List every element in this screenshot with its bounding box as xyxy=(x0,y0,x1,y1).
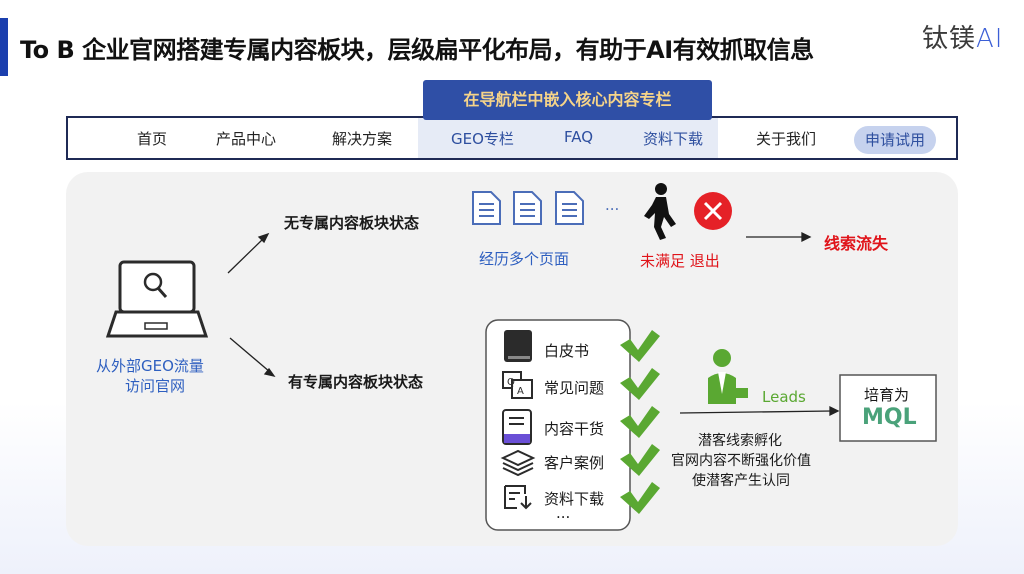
unsatisfied-label: 未满足 退出 xyxy=(640,252,720,270)
nav-item-products[interactable]: 产品中心 xyxy=(216,130,277,148)
title-accent-bar xyxy=(0,18,8,76)
has-block-state-label: 有专属内容板块状态 xyxy=(288,373,424,391)
page-title: To B 企业官网搭建专属内容板块，层级扁平化布局，有助于AI有效抓取信息 xyxy=(20,36,814,64)
list-more: ... xyxy=(556,504,571,522)
trial-button[interactable]: 申请试用 xyxy=(854,126,936,154)
nav-item-downloads[interactable]: 资料下载 xyxy=(643,130,704,148)
mql-label: 培育为 xyxy=(864,386,910,404)
list-item-cases: 客户案例 xyxy=(544,454,605,472)
nav-item-solutions[interactable]: 解决方案 xyxy=(332,130,393,148)
callout-banner: 在导航栏中嵌入核心内容专栏 xyxy=(423,80,712,120)
list-item-faq: 常见问题 xyxy=(544,379,605,397)
left-caption-line1: 从外部GEO流量 xyxy=(96,357,204,375)
lead-loss-label: 线索流失 xyxy=(824,234,889,253)
nurture-line2: 官网内容不断强化价值 xyxy=(671,453,811,469)
nav-item-about[interactable]: 关于我们 xyxy=(756,130,817,148)
mql-value: MQL xyxy=(862,405,917,430)
list-item-downloads: 资料下载 xyxy=(544,490,605,508)
left-caption-line2: 访问官网 xyxy=(125,377,186,395)
no-block-state-label: 无专属内容板块状态 xyxy=(284,214,420,232)
list-item-whitepaper: 白皮书 xyxy=(544,342,590,360)
leads-label: Leads xyxy=(762,388,806,406)
nav-item-geo[interactable]: GEO专栏 xyxy=(451,130,514,148)
nurture-line3: 使潜客产生认同 xyxy=(692,473,790,489)
nav-item-faq[interactable]: FAQ xyxy=(564,128,594,146)
pages-ellipsis: ... xyxy=(605,196,620,214)
pages-caption: 经历多个页面 xyxy=(479,250,570,268)
brand-logo: 钛镁AI xyxy=(922,18,1003,55)
nurture-line1: 潜客线索孵化 xyxy=(698,433,782,449)
nav-item-home[interactable]: 首页 xyxy=(137,130,168,148)
logo-ai-text: AI xyxy=(976,24,1004,54)
nav-highlight-region xyxy=(418,118,718,158)
logo-text: 钛镁 xyxy=(922,24,977,54)
list-item-content: 内容干货 xyxy=(544,420,605,438)
